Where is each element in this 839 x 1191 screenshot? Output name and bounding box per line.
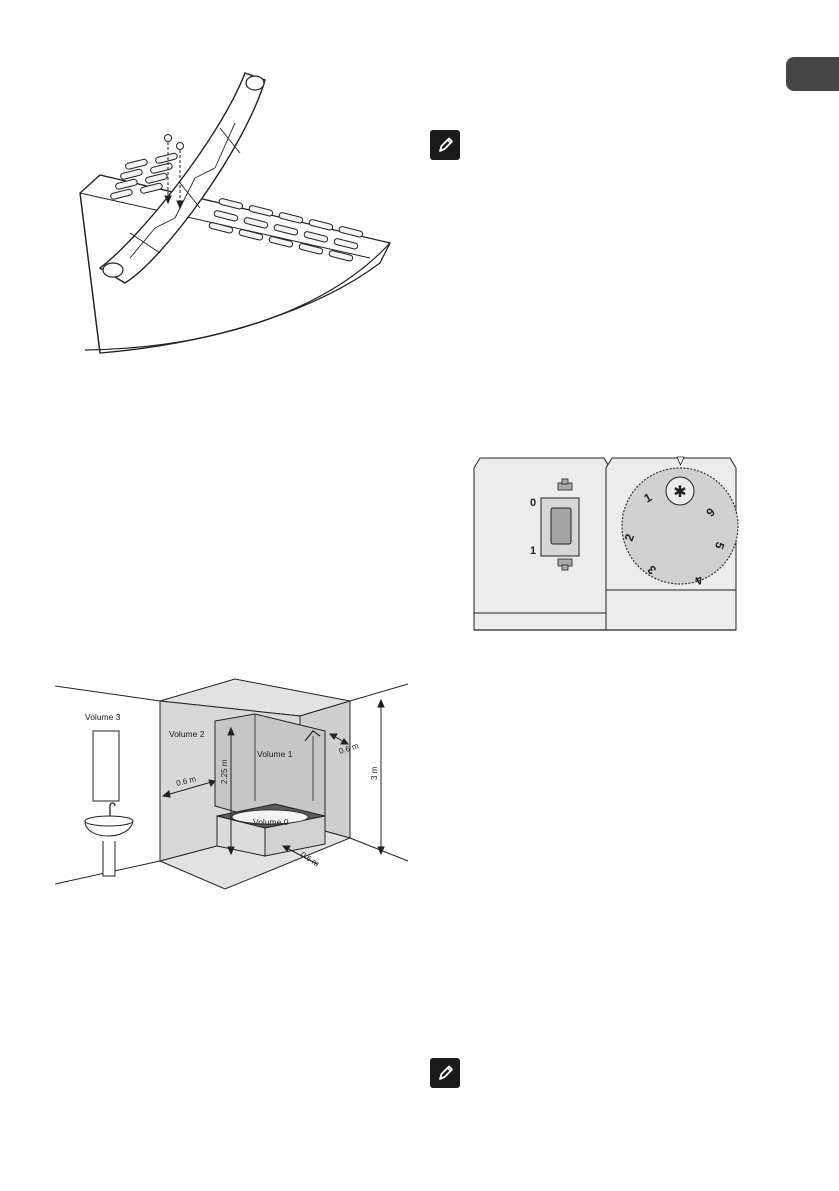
power-switch[interactable] <box>540 478 580 571</box>
note-icon <box>430 130 460 160</box>
volume2-label: Volume 2 <box>169 729 205 739</box>
volume0-label: Volume 0 <box>253 817 289 827</box>
bathroom-zones-diagram: Volume 3 Volume 2 Volume 1 Volume 0 0.6 … <box>55 678 409 890</box>
pencil-icon <box>439 137 453 152</box>
height-room-label: 3 m <box>370 766 379 780</box>
control-panel-illustration: 0 1 ✱ 1 2 3 4 5 6 <box>473 456 739 631</box>
screws <box>164 134 184 210</box>
bracket <box>98 72 266 284</box>
volume3-label: Volume 3 <box>85 712 121 722</box>
dial-mark-2: 2 <box>622 532 638 543</box>
switch-off-label: 0 <box>530 497 536 509</box>
pencil-icon <box>439 1065 453 1080</box>
frost-symbol: ✱ <box>673 484 686 501</box>
height-shower-label: 2.25 m <box>220 759 229 784</box>
volume1-label: Volume 1 <box>257 749 293 759</box>
volume0-basin <box>231 809 309 825</box>
dial-mark-5: 5 <box>712 540 728 551</box>
note-icon <box>430 1058 460 1088</box>
wall-bracket-illustration <box>79 72 391 354</box>
language-tab <box>786 57 839 91</box>
dist-front-label: 0.6 m <box>299 850 321 868</box>
thermostat-dial[interactable]: ✱ 1 2 3 4 5 6 <box>621 456 739 588</box>
switch-on-label: 1 <box>530 545 536 557</box>
mirror <box>92 730 120 802</box>
grille-slots <box>110 152 364 262</box>
dial-pointer <box>676 456 685 466</box>
